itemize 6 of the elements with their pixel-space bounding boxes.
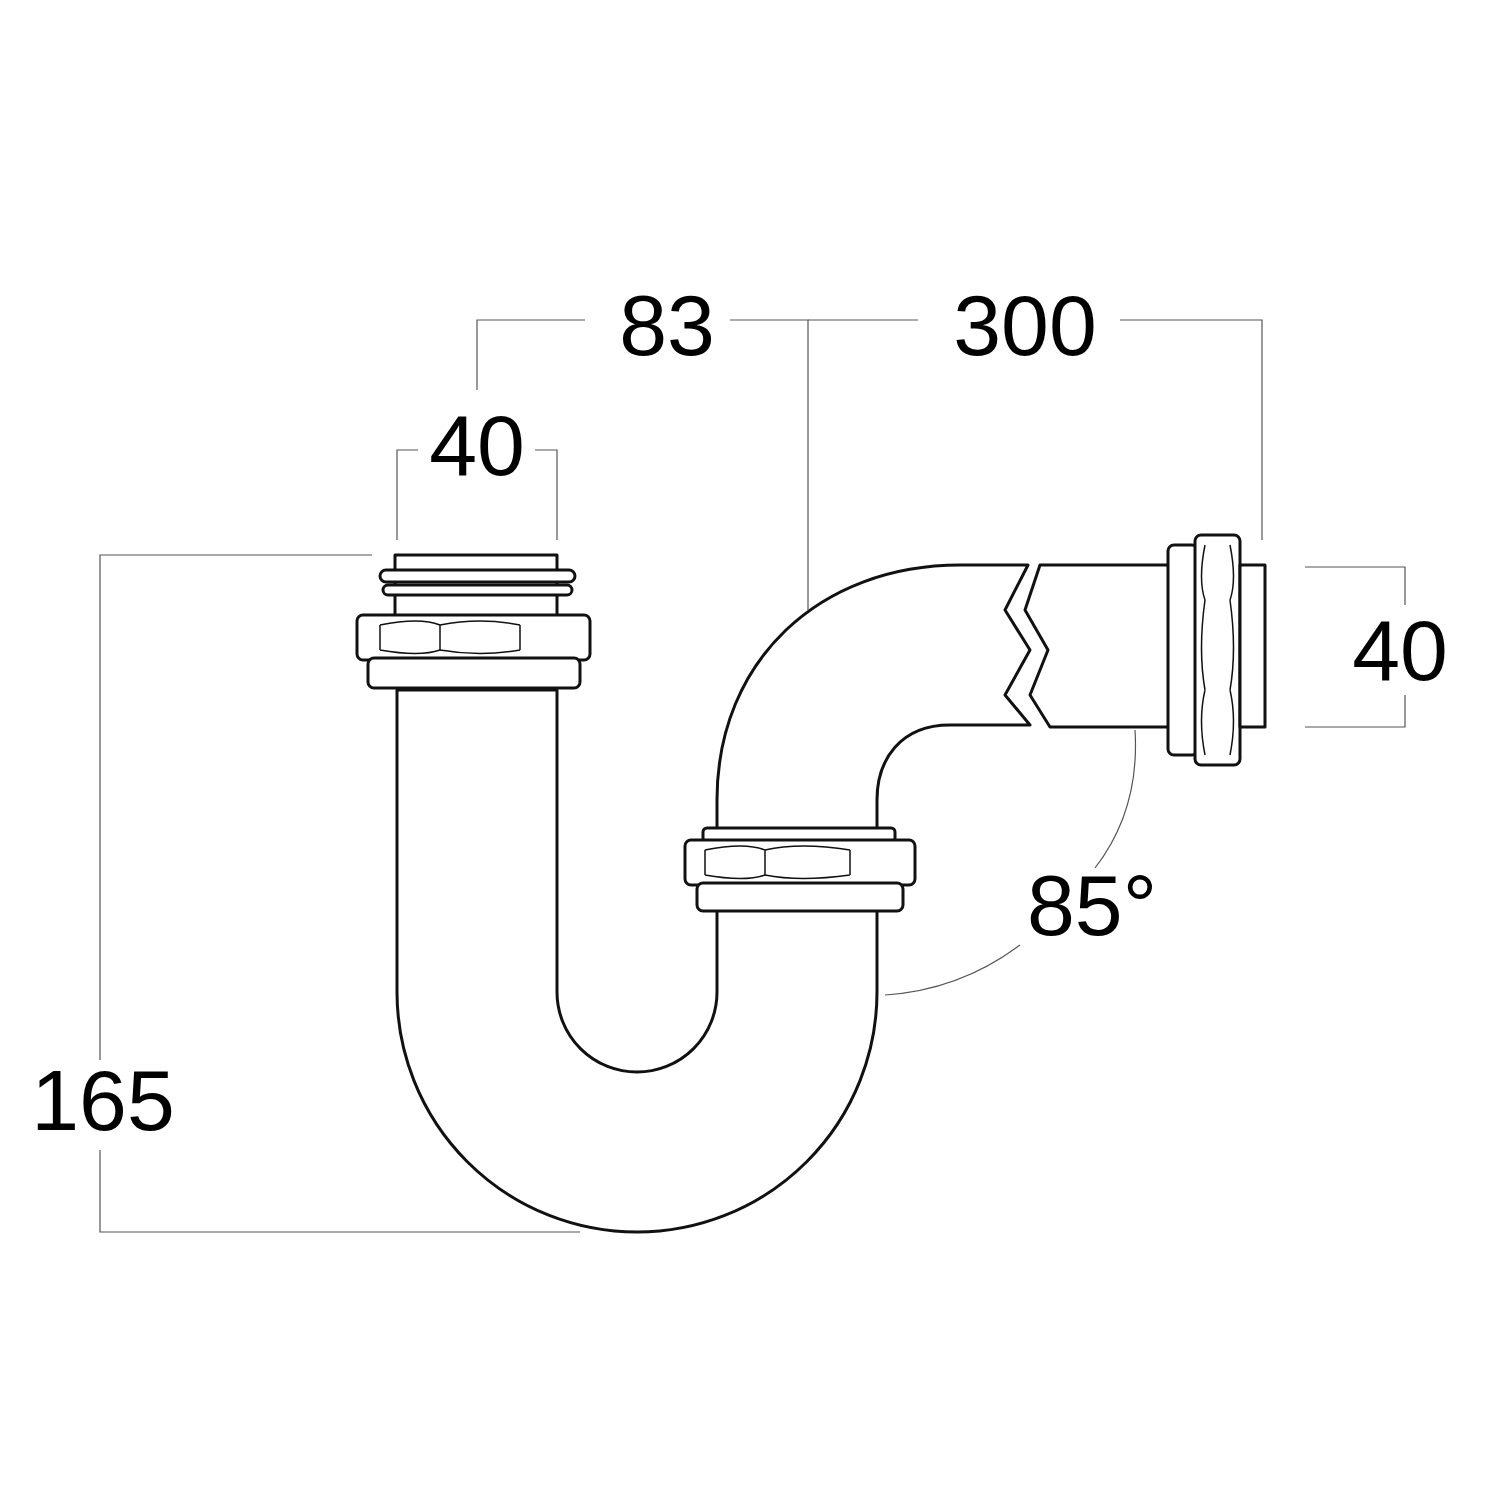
dimension-label: 83 — [619, 282, 715, 368]
dimension-label: 165 — [31, 1057, 175, 1143]
dimension-label: 40 — [1352, 607, 1448, 693]
dimension-label: 85° — [1026, 862, 1158, 948]
dimension-label: 300 — [953, 282, 1097, 368]
dimension-label: 40 — [429, 402, 525, 488]
